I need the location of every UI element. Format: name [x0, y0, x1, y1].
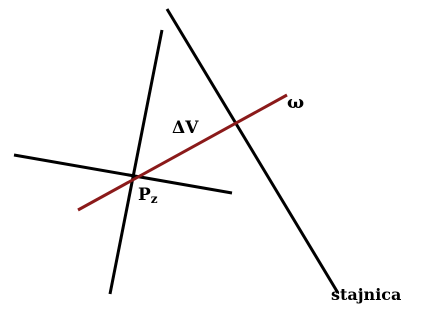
label-pz-sub: z — [151, 192, 158, 206]
label-delta-v: ΔV — [172, 118, 199, 138]
label-pz: Pz — [138, 185, 158, 206]
line-omega — [77, 93, 288, 212]
line-stajnica — [165, 8, 340, 294]
line-steep-through-pz — [108, 29, 164, 295]
label-omega: ω — [287, 92, 304, 113]
line-shallow-through-pz — [13, 153, 233, 195]
label-pz-main: P — [138, 185, 151, 205]
label-stajnica: stajnica — [331, 285, 401, 304]
